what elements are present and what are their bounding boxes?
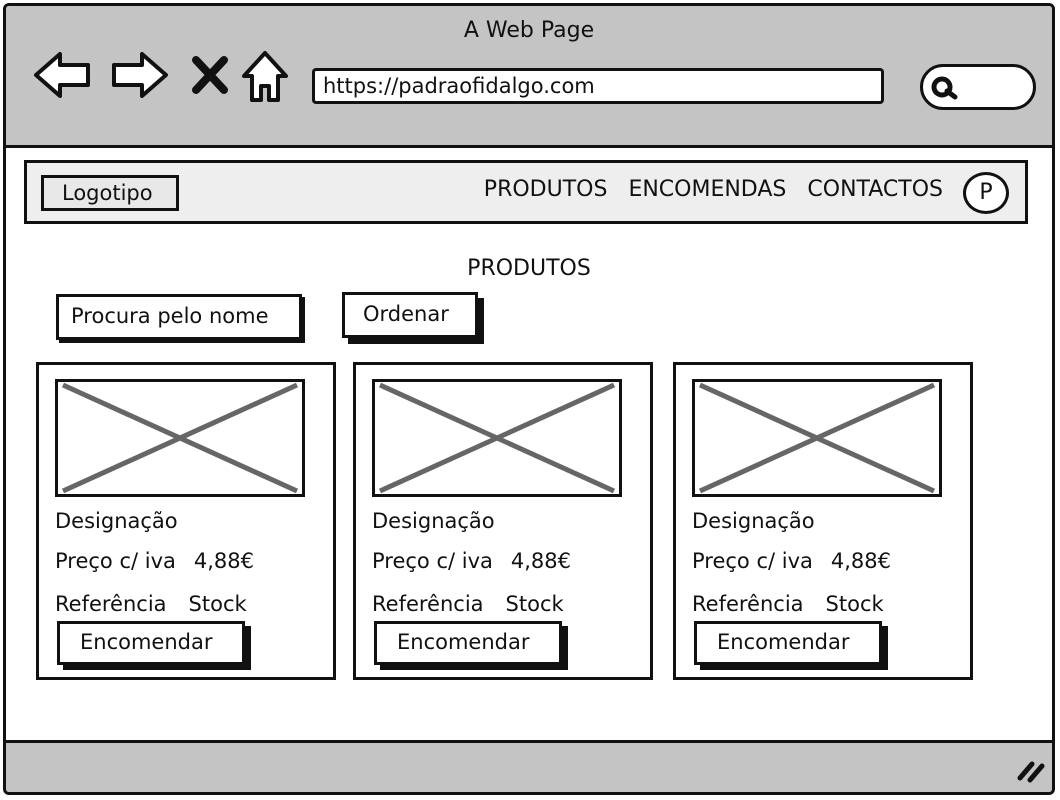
price-value: 4,88€ <box>510 549 572 573</box>
price-value: 4,88€ <box>830 549 892 573</box>
product-designation: Designação <box>372 509 495 533</box>
reference-label: Referência <box>55 592 167 616</box>
image-placeholder-icon <box>55 379 305 497</box>
sort-button[interactable]: Ordenar <box>342 292 478 338</box>
site-navbar: Logotipo PRODUTOS ENCOMENDAS CONTACTOS P <box>24 160 1028 224</box>
reference-label: Referência <box>692 592 804 616</box>
page-title: PRODUTOS <box>467 256 591 281</box>
stock-label: Stock <box>505 592 564 616</box>
product-price-row: Preço c/ iva 4,88€ <box>372 549 571 573</box>
avatar[interactable]: P <box>963 172 1009 214</box>
product-price-row: Preço c/ iva 4,88€ <box>692 549 891 573</box>
browser-window: A Web Page https://padraofidalgo.com <box>3 3 1055 795</box>
reference-label: Referência <box>372 592 484 616</box>
image-placeholder-icon <box>372 379 622 497</box>
product-designation: Designação <box>692 509 815 533</box>
stock-label: Stock <box>825 592 884 616</box>
product-designation: Designação <box>55 509 178 533</box>
order-button[interactable]: Encomendar <box>374 621 562 665</box>
nav-link-encomendas[interactable]: ENCOMENDAS <box>628 177 787 202</box>
product-price-row: Preço c/ iva 4,88€ <box>55 549 254 573</box>
home-icon[interactable] <box>240 48 290 110</box>
close-icon[interactable] <box>190 56 230 98</box>
logo[interactable]: Logotipo <box>41 175 179 211</box>
window-title: A Web Page <box>463 18 595 43</box>
status-bar <box>6 740 1052 792</box>
product-card: Designação Preço c/ iva 4,88€ Referência S… <box>36 362 336 680</box>
forward-arrow-icon[interactable] <box>108 48 170 106</box>
order-button[interactable]: Encomendar <box>57 621 245 665</box>
product-card: Designação Preço c/ iva 4,88€ Referência S… <box>353 362 653 680</box>
back-arrow-icon[interactable] <box>32 48 94 106</box>
search-by-name-input[interactable]: Procura pelo nome <box>56 294 302 340</box>
product-card: Designação Preço c/ iva 4,88€ Referência S… <box>673 362 973 680</box>
nav-link-contactos[interactable]: CONTACTOS <box>807 177 943 202</box>
nav-link-produtos[interactable]: PRODUTOS <box>483 177 608 202</box>
price-value: 4,88€ <box>193 549 255 573</box>
nav-links: PRODUTOS ENCOMENDAS CONTACTOS <box>470 177 943 202</box>
resize-grip-icon[interactable] <box>1016 758 1046 784</box>
image-placeholder-icon <box>692 379 942 497</box>
price-label: Preço c/ iva <box>692 549 813 573</box>
browser-toolbar: A Web Page https://padraofidalgo.com <box>6 6 1052 148</box>
product-ref-row: Referência Stock <box>55 592 247 616</box>
price-label: Preço c/ iva <box>55 549 176 573</box>
url-input[interactable]: https://padraofidalgo.com <box>312 68 884 104</box>
product-ref-row: Referência Stock <box>692 592 884 616</box>
product-ref-row: Referência Stock <box>372 592 564 616</box>
stock-label: Stock <box>188 592 247 616</box>
search-icon <box>931 76 958 100</box>
price-label: Preço c/ iva <box>372 549 493 573</box>
order-button[interactable]: Encomendar <box>694 621 882 665</box>
browser-search-field[interactable] <box>920 64 1036 110</box>
